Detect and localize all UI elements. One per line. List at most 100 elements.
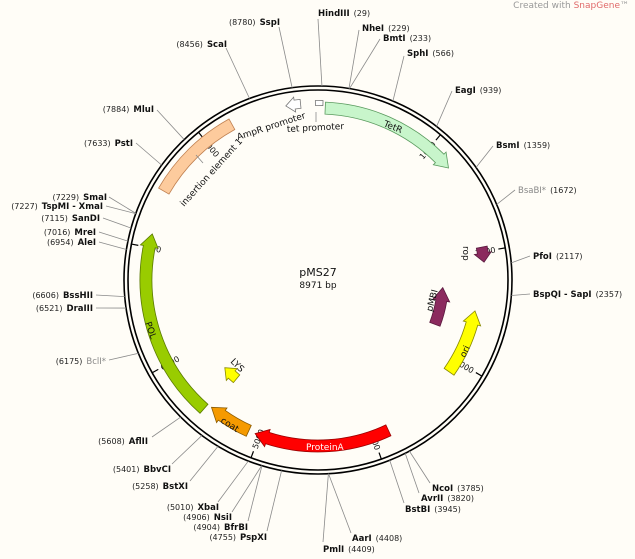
feature-insertion-element-1[interactable] (158, 118, 236, 195)
site-scai[interactable]: (8456)ScaI (176, 40, 227, 50)
site-psshii[interactable]: (6606)BssHII (32, 291, 93, 301)
site-eagi[interactable]: EagI(939) (455, 86, 501, 96)
site-leader-line (322, 473, 329, 543)
site-pspxi[interactable]: (4755)PspXI (209, 533, 267, 543)
site-position: (7633) (84, 139, 111, 148)
feature-tet-promoter[interactable] (314, 100, 324, 106)
site-leader-line (328, 473, 352, 534)
site-name: PmlI (323, 545, 344, 555)
site-draiii[interactable]: (6521)DraIII (36, 304, 93, 314)
insertion-element-leader (195, 154, 204, 164)
site-mlui[interactable]: (7884)MluI (103, 105, 154, 115)
site-pfoi[interactable]: PfoI (2117) (533, 252, 583, 262)
site-name: PspXI (240, 533, 267, 543)
site-xbai[interactable]: (5010)XbaI (167, 503, 219, 513)
site-psti[interactable]: (7633)PstI (84, 139, 133, 149)
site-bbvci[interactable]: (5401)BbvCI (113, 465, 171, 475)
site-leader-line (108, 196, 137, 214)
site-name: PfoI (533, 252, 552, 262)
site-mrei[interactable]: (7016)MreI (44, 228, 96, 238)
site-name: XbaI (197, 503, 219, 513)
feature-pmbi[interactable] (429, 286, 451, 327)
site-name: NheI (362, 24, 384, 34)
site-leader-line (151, 416, 181, 438)
site-position: (6954) (47, 238, 74, 247)
feature-rop[interactable] (473, 245, 493, 263)
plasmid-length: 8971 bp (299, 281, 336, 291)
site-alei[interactable]: (6954)AleI (47, 238, 96, 248)
features (139, 96, 493, 453)
feature-label-proteina: ProteinA (306, 443, 345, 453)
site-name: NsiI (214, 513, 232, 523)
site-name: BmtI (383, 34, 406, 44)
site-leader-line (409, 450, 431, 484)
site-bstbi[interactable]: BstBI(3945) (405, 505, 461, 515)
site-leader-line (98, 231, 129, 242)
site-leader-line (475, 145, 494, 168)
credit-brand: SnapGene (573, 1, 620, 11)
feature-lys[interactable] (224, 367, 241, 384)
site-bmti[interactable]: BmtI (233) (383, 34, 431, 44)
tick-mark (151, 368, 159, 374)
site-position: (2117) (556, 252, 583, 261)
feature-tetr[interactable] (324, 101, 449, 169)
site-leader-line (225, 47, 250, 99)
site-position: (3945) (434, 505, 461, 514)
feature-ori[interactable] (443, 310, 482, 376)
site-position: (233) (410, 34, 432, 43)
site-position: (4906) (183, 513, 210, 522)
feature-coat[interactable] (210, 406, 252, 437)
site-sandi[interactable]: (7115)SanDI (41, 214, 100, 224)
site-position: (5010) (167, 503, 194, 512)
site-name: TspMI - XmaI (42, 202, 103, 212)
site-position: (229) (388, 24, 410, 33)
tick-mark (435, 134, 441, 141)
site-position: (4409) (348, 545, 375, 554)
feature-label-tet-promoter: tet promoter (287, 122, 345, 135)
backbone-outer-strand (123, 85, 513, 475)
site-name: DraIII (67, 304, 93, 314)
site-leader-line (317, 18, 323, 87)
feature-proteina[interactable] (254, 424, 392, 453)
site-aflii[interactable]: (5608)AflII (98, 437, 148, 447)
site-aari[interactable]: AarI(4408) (352, 534, 402, 544)
tick-mark (131, 243, 139, 246)
site-sphi[interactable]: SphI(566) (407, 49, 454, 59)
site-ncoi[interactable]: NcoI(3785) (432, 484, 484, 494)
site-smai[interactable]: (7229)SmaI (53, 193, 108, 203)
site-avrii[interactable]: AvrII(3820) (421, 494, 474, 504)
site-bspqi-sapi[interactable]: BspQI - SapI(2357) (533, 290, 622, 300)
site-name: MreI (74, 228, 96, 238)
site-leader-line (436, 90, 453, 127)
site-leader-line (135, 142, 162, 166)
site-bfrbi[interactable]: (4904)BfrBI (193, 523, 248, 533)
site-hindiii[interactable]: HindIII(29) (318, 9, 370, 19)
site-leader-line (189, 446, 219, 482)
site-leader-line (392, 55, 405, 102)
site-leader-line (108, 352, 139, 361)
site-tspmi-xmai[interactable]: (7227)TspMI - XmaI (11, 202, 103, 212)
site-leader-line (278, 26, 293, 88)
site-leader-line (511, 255, 531, 264)
plasmid-backbone (123, 85, 513, 475)
site-bsabi[interactable]: BsaBI*(1672) (518, 186, 577, 196)
site-nhei[interactable]: NheI (229) (362, 24, 410, 34)
site-name: AvrII (421, 494, 443, 504)
site-position: (7115) (41, 214, 68, 223)
site-leader-line (95, 294, 125, 297)
feature-pol[interactable] (139, 233, 209, 414)
site-leader-line (389, 460, 405, 504)
site-position: (3785) (457, 484, 484, 493)
site-sspi[interactable]: (8780)SspI (229, 18, 280, 28)
credit-prefix: Created with (513, 1, 574, 11)
site-nsii[interactable]: (4906) NsiI (183, 513, 232, 523)
site-bstxi[interactable]: (5258)BstXI (132, 482, 188, 492)
site-position: (4904) (193, 523, 220, 532)
feature-ampr-promoter[interactable] (285, 96, 302, 113)
site-leader-line (496, 189, 516, 205)
site-pmli[interactable]: PmlI (4409) (323, 545, 375, 555)
site-position: (8780) (229, 18, 256, 27)
site-bsmi[interactable]: BsmI(1359) (496, 141, 550, 151)
site-bcli[interactable]: (6175)BclI* (56, 357, 106, 367)
site-leader-line (247, 465, 263, 522)
